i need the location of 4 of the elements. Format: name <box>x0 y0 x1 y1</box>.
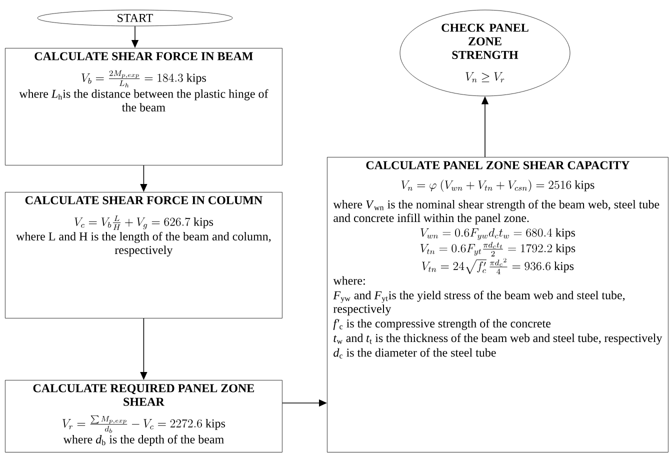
process-box: CALCULATE SHEAR FORCE IN COLUMN $V_c = V_b\frac{L}{H} + V_g = 626.7~\mathrm{kips}$ where L and H is the length of the beam and column, respectively <box>5 192 282 318</box>
process-box: CALCULATE SHEAR FORCE IN BEAM $V_b = \frac{2M_{p,exp}}{L_h} = 184.3~\mathrm{kips}$ where L$_{h}$is the distance between the plastic hinge of the beam <box>5 48 282 166</box>
process-box: CALCULATE REQUIRED PANEL ZONE SHEAR $V_r = \frac{\sum M_{p,exp}}{d_b} - V_c = 2272.6~\mathrm{kips}$ where d$_{b}$ is the depth of the beam <box>5 380 282 452</box>
process-box: CALCULATE PANEL ZONE SHEAR CAPACITY $V_n = \varphi\ (V_{wn} + V_{tn} + V_{csn}) = 2516~\mathrm{kips}$ where V$_{wn}$ is the nominal shear strength of the beam web, steel tube and concrete infill within the panel zone. $V_{wn} = 0.6F_{yw}d_ct_w = 680.4~\mathrm{kips}$ $V_{tn} = 0.6F_{yt}\frac{\pi d_ct_t}{2} = 1792.2~\mathrm{kips}$ $V_{tn} = 24\sqrt{f'_c}\,\frac{\pi {d_c}^2}{4} = 936.6~\mathrm{kips}$ where: F$_{yw}$ and F$_{yt}$is the yield stress of the beam web and steel tube, respectively f'$_{c}$ is the compressive strength of the concrete t$_{w}$ and t$_{t}$ is the thickness of the beam web and steel tube, respectively d$_{c}$ is the diameter of the steel tube <box>327 157 668 452</box>
